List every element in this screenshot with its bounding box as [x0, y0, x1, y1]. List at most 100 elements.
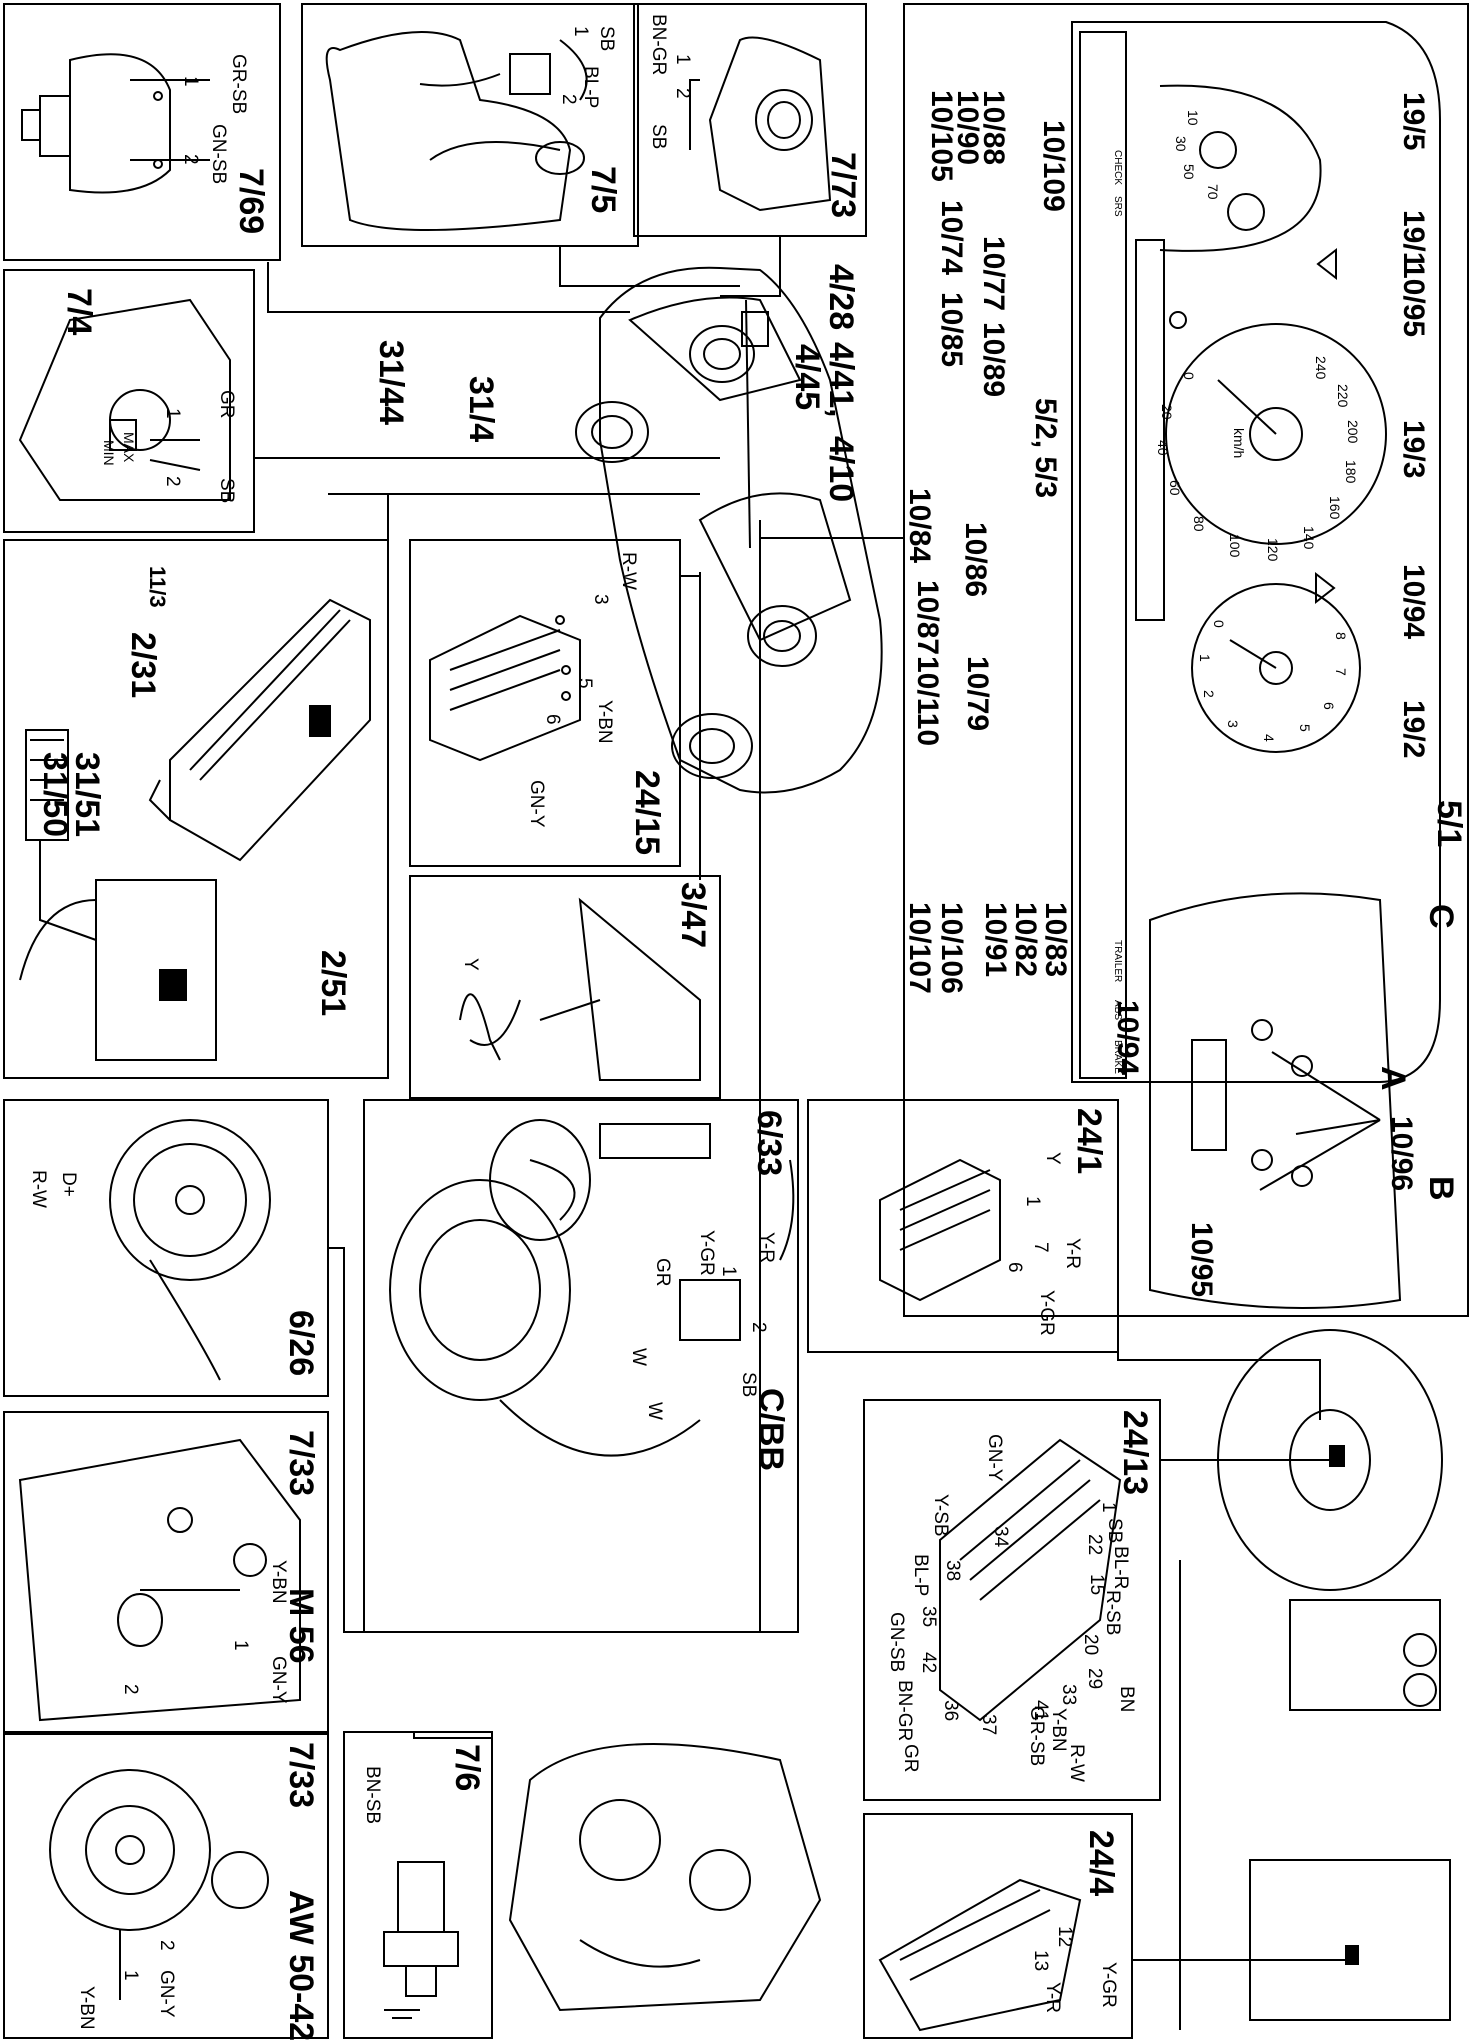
panel-frame-75 — [302, 4, 638, 246]
pin-2: 2 — [672, 88, 693, 99]
warn-trailer: TRAILER — [1112, 940, 1123, 983]
wire-sb: SB — [648, 124, 669, 150]
code-195: 19/5 — [1397, 92, 1430, 151]
wire-w1: W — [628, 1348, 649, 1366]
code-10106: 10/106 — [935, 902, 968, 994]
code-1096: 10/96 — [1385, 1116, 1418, 1192]
max-mark: MAX — [121, 432, 137, 463]
wire-grsb: GR-SB — [228, 54, 249, 115]
code-1077: 10/77 — [977, 236, 1010, 312]
wire-gr: GR — [216, 390, 237, 419]
cluster-back-art — [1150, 893, 1400, 1308]
alternator-art — [110, 1120, 270, 1380]
fusebox-art — [20, 730, 216, 1060]
min-mark: MIN — [101, 440, 117, 466]
label-c: C — [1422, 904, 1460, 929]
code-cbb: C/BB — [752, 1388, 790, 1472]
code-2415: 24/15 — [628, 770, 666, 856]
pin-2: 2 — [156, 1940, 177, 1951]
code-251: 2/51 — [314, 950, 352, 1017]
pin-1: 1 — [120, 1970, 141, 1981]
pin-13: 13 — [1030, 1950, 1051, 1972]
wire-bngr: BN-GR — [648, 14, 669, 76]
wire-rw: R-W — [28, 1170, 49, 1208]
tacho-tick: 5 — [1297, 724, 1313, 732]
gearbox-aw-art — [50, 1770, 268, 2000]
speedo-tick: 220 — [1335, 384, 1351, 408]
code-191: 19/1 — [1397, 210, 1430, 269]
code-3150: 31/50 — [36, 752, 74, 838]
engine-art — [510, 1744, 820, 2010]
warn-srs: SRS — [1112, 196, 1123, 217]
code-1085: 10/85 — [935, 292, 968, 368]
tacho-tick: 8 — [1333, 632, 1349, 640]
code-193: 19/3 — [1397, 420, 1430, 479]
panel-frame-2415 — [410, 540, 680, 866]
panel-frame-76 — [344, 1732, 492, 2038]
temp-tick: 50 — [1181, 164, 1197, 180]
wire-ygr: Y-GR — [1098, 1962, 1119, 2008]
code-428: 4/28 — [822, 264, 860, 331]
wire-gny: GN-Y — [268, 1656, 289, 1704]
code-769: 7/69 — [232, 168, 270, 235]
speedo-tick: 240 — [1313, 356, 1329, 380]
code-2413: 24/13 — [1116, 1410, 1154, 1496]
panel-frame-231 — [4, 540, 388, 1078]
panel-frame-cluster — [904, 4, 1468, 1316]
ecu-art — [150, 600, 370, 860]
speedo-tick: 140 — [1301, 526, 1317, 550]
pin-1: 1 — [672, 54, 693, 65]
code-1086: 10/86 — [959, 522, 992, 598]
speedo-tick: 120 — [1265, 538, 1281, 562]
pin-1: 1 — [718, 1266, 739, 1277]
code-10109: 10/109 — [1037, 120, 1070, 212]
code-1091: 10/91 — [979, 902, 1012, 978]
code-1089: 10/89 — [977, 322, 1010, 398]
code-1079: 10/79 — [961, 656, 994, 732]
code-1095: 10/95 — [1185, 1222, 1218, 1298]
code-231: 2/31 — [124, 632, 162, 699]
wire-ygr: Y-GR — [1036, 1290, 1057, 1336]
pin-22: 22 — [1084, 1534, 1105, 1556]
pressure-switch-art — [22, 54, 210, 192]
code-192: 19/2 — [1397, 700, 1430, 759]
code-10110: 10/110 — [911, 656, 944, 747]
pin-1: 1 — [1098, 1502, 1119, 1513]
code-314: 31/4 — [462, 376, 500, 443]
code-1082: 10/82 — [1009, 902, 1042, 978]
panel-frame-633 — [364, 1100, 798, 1632]
pin-33: 33 — [1058, 1684, 1079, 1706]
pin-38: 38 — [942, 1560, 963, 1582]
wire-gnsb: GN-SB — [208, 124, 229, 185]
wire-sb: SB — [1104, 1518, 1125, 1544]
warn-check: CHECK — [1112, 150, 1123, 186]
panel-frame-2413 — [864, 1400, 1160, 1800]
wire-gny: GN-Y — [984, 1434, 1005, 1482]
speedo-tick: 60 — [1167, 480, 1183, 496]
temp-tick: 30 — [1173, 136, 1189, 152]
tacho-tick: 1 — [1197, 654, 1213, 662]
pin-35: 35 — [918, 1606, 939, 1628]
label-a: A — [1374, 1066, 1412, 1091]
wire-rsb: R-SB — [1102, 1590, 1123, 1636]
speedo-tick: 80 — [1191, 516, 1207, 532]
wire-y: Y — [1042, 1152, 1063, 1165]
code-76: 7/6 — [448, 1744, 486, 1792]
speedo-tick: 40 — [1155, 440, 1171, 456]
wire-grsb: GR-SB — [1026, 1706, 1047, 1767]
wire-rw: R-W — [1066, 1744, 1087, 1782]
pin-2: 2 — [558, 94, 579, 105]
connector-244-art — [880, 1880, 1080, 2030]
pin-7: 7 — [1030, 1242, 1051, 1253]
model-m56: M 56 — [282, 1588, 320, 1664]
pin-37: 37 — [978, 1714, 999, 1736]
code-10107: 10/107 — [903, 902, 936, 994]
panel-frame-74 — [4, 270, 254, 532]
instrument-cluster-art — [1072, 22, 1440, 1082]
code-244: 24/4 — [1082, 1830, 1120, 1897]
wire-yr: Y-R — [756, 1232, 777, 1263]
pressure-sender-art — [384, 1862, 458, 2018]
wire-blr: BL-R — [1110, 1546, 1131, 1590]
pin-29: 29 — [1084, 1668, 1105, 1690]
